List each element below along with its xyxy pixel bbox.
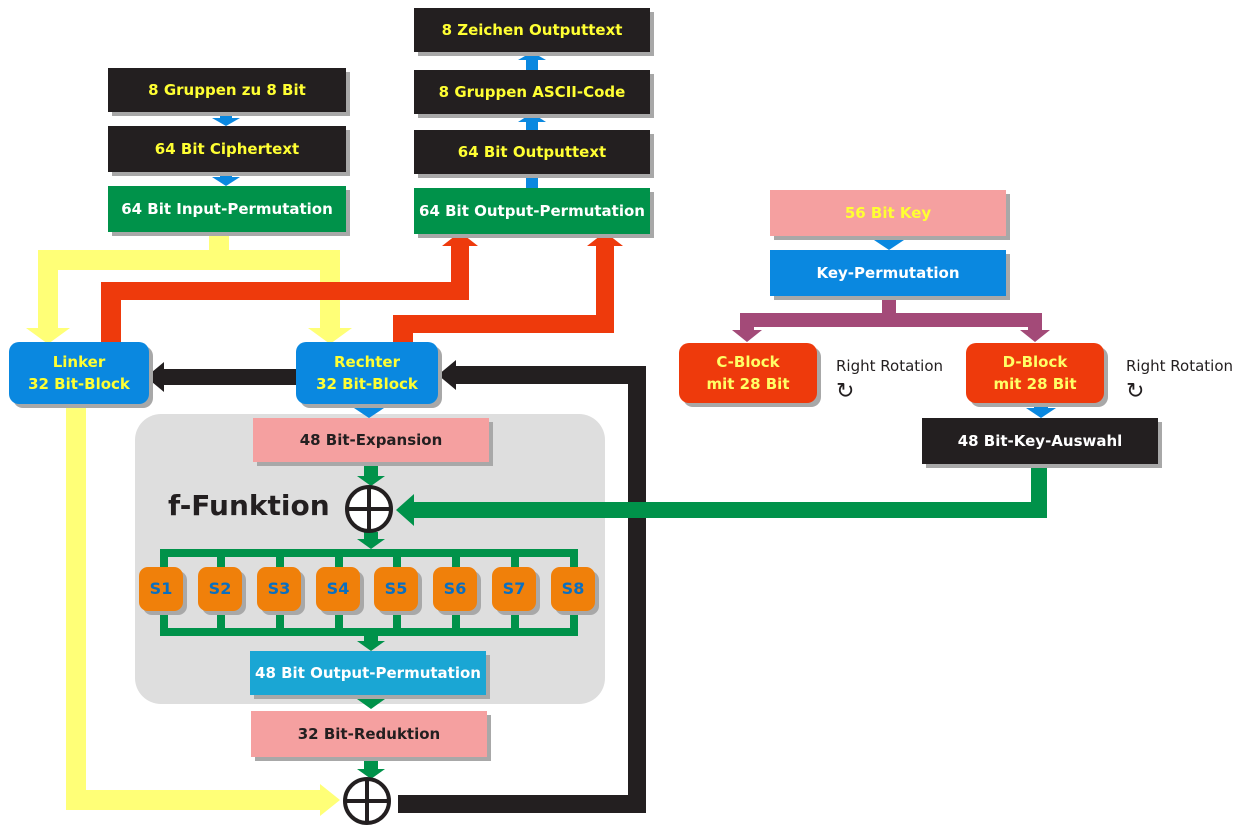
input-permutation-box: 64 Bit Input-Permutation xyxy=(108,186,346,232)
ascii-label: 8 Gruppen ASCII-Code xyxy=(438,83,626,101)
green-internal-flow xyxy=(160,463,578,779)
ascii-box: 8 Gruppen ASCII-Code xyxy=(414,70,650,114)
reduction-box: 32 Bit-Reduktion xyxy=(251,711,487,757)
key-label: 56 Bit Key xyxy=(844,204,932,222)
sbox-6: S6 xyxy=(433,567,477,611)
d-rotation-icon: ↻ xyxy=(1126,379,1145,404)
d-block-line2: mit 28 Bit xyxy=(993,375,1077,393)
sbox-7: S7 xyxy=(492,567,536,611)
sbox-4: S4 xyxy=(316,567,360,611)
c-block-line2: mit 28 Bit xyxy=(706,375,790,393)
sbox-6-label: S6 xyxy=(443,579,467,598)
c-block-line1: C-Block xyxy=(716,353,780,371)
input-permutation-label: 64 Bit Input-Permutation xyxy=(121,200,333,218)
right-block-line1: Rechter xyxy=(333,353,401,371)
sbox-1-label: S1 xyxy=(149,579,173,598)
f-output-permutation-box: 48 Bit Output-Permutation xyxy=(250,651,486,695)
xor-final-icon xyxy=(343,777,391,825)
sbox-3: S3 xyxy=(257,567,301,611)
sbox-2: S2 xyxy=(198,567,242,611)
sbox-8: S8 xyxy=(551,567,595,611)
d-rotation-label: Right Rotation xyxy=(1126,357,1233,375)
sbox-5-label: S5 xyxy=(384,579,408,598)
d-block-line1: D-Block xyxy=(1002,353,1068,371)
left-block-line1: Linker xyxy=(52,353,106,371)
outputtext-box: 64 Bit Outputtext xyxy=(414,130,650,174)
left-block: Linker 32 Bit-Block xyxy=(9,342,149,404)
outputtext-label: 64 Bit Outputtext xyxy=(457,143,607,161)
output-permutation-label: 64 Bit Output-Permutation xyxy=(419,202,645,220)
sbox-2-label: S2 xyxy=(208,579,232,598)
yellow-flow xyxy=(26,236,352,816)
sbox-1: S1 xyxy=(139,567,183,611)
d-block: D-Block mit 28 Bit xyxy=(966,343,1104,403)
f-output-permutation-label: 48 Bit Output-Permutation xyxy=(255,664,481,682)
reduction-label: 32 Bit-Reduktion xyxy=(297,725,441,743)
groups-label: 8 Gruppen zu 8 Bit xyxy=(148,81,306,99)
c-rotation-icon: ↻ xyxy=(836,379,855,404)
orange-flow xyxy=(101,232,623,345)
output-permutation-box: 64 Bit Output-Permutation xyxy=(414,188,650,234)
blue-arrows xyxy=(212,52,1056,418)
f-function-label: f-Funktion xyxy=(168,489,330,522)
key-permutation-box: Key-Permutation xyxy=(770,250,1006,296)
output-chars-label: 8 Zeichen Outputtext xyxy=(441,21,623,39)
c-block: C-Block mit 28 Bit xyxy=(679,343,817,403)
sbox-5: S5 xyxy=(374,567,418,611)
sbox-4-label: S4 xyxy=(326,579,350,598)
black-flow xyxy=(146,360,646,813)
left-block-line2: 32 Bit-Block xyxy=(28,375,130,393)
output-chars-box: 8 Zeichen Outputtext xyxy=(414,8,650,52)
sbox-8-label: S8 xyxy=(561,579,585,598)
right-block: Rechter 32 Bit-Block xyxy=(296,342,438,404)
right-block-line2: 32 Bit-Block xyxy=(316,375,418,393)
key-selection-box: 48 Bit-Key-Auswahl xyxy=(922,418,1158,464)
expansion-box: 48 Bit-Expansion xyxy=(253,418,489,462)
key-box: 56 Bit Key xyxy=(770,190,1006,236)
groups-box: 8 Gruppen zu 8 Bit xyxy=(108,68,346,112)
green-key-flow xyxy=(396,466,1047,526)
xor-f-icon xyxy=(345,485,393,533)
purple-flow xyxy=(732,297,1050,342)
ciphertext-label: 64 Bit Ciphertext xyxy=(154,140,300,158)
ciphertext-box: 64 Bit Ciphertext xyxy=(108,126,346,172)
sbox-7-label: S7 xyxy=(502,579,526,598)
expansion-label: 48 Bit-Expansion xyxy=(299,431,443,449)
sbox-3-label: S3 xyxy=(267,579,291,598)
key-permutation-label: Key-Permutation xyxy=(816,264,960,282)
c-rotation-label: Right Rotation xyxy=(836,357,943,375)
key-selection-label: 48 Bit-Key-Auswahl xyxy=(957,432,1123,450)
